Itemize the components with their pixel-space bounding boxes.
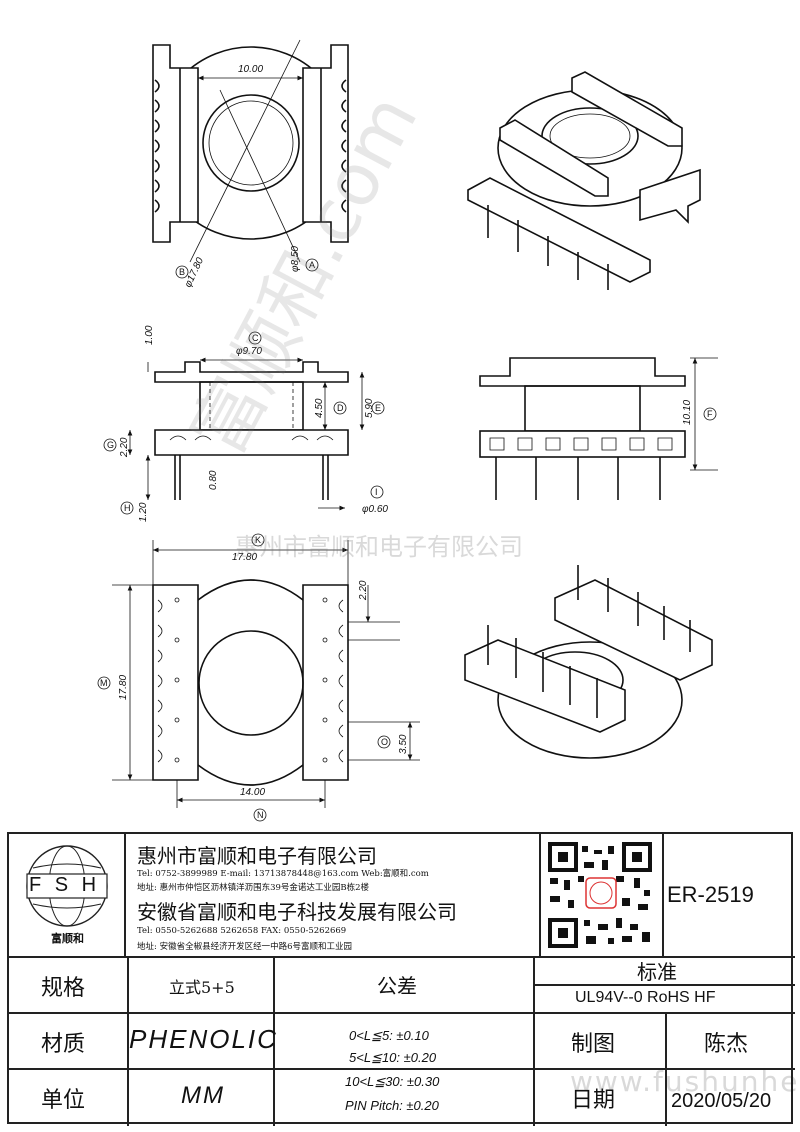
dim-e: 5.90 <box>364 398 375 418</box>
dim-1-00: 1.00 <box>144 325 155 345</box>
spec-value: 立式5+5 <box>169 978 235 997</box>
isometric-view-bottom <box>464 565 713 759</box>
dim-m: 17.80 <box>118 675 129 700</box>
title-block: F S H 富顺和 惠州市富顺和电子有限公司 Tel: 0752-3899989… <box>7 832 795 1126</box>
company2-address: 地址: 安徽省全椒县经济开发区经一中路6号富顺和工业园 <box>137 942 352 952</box>
label-a: A <box>309 260 315 270</box>
label-d: D <box>337 403 344 413</box>
dim-b: φ17.80 <box>183 256 206 290</box>
qr-code-icon <box>546 840 654 950</box>
standard-label: 标准 <box>637 960 677 984</box>
tolerance-4: PIN Pitch: ±0.20 <box>345 1098 439 1113</box>
standard-value: UL94V--0 RoHS HF <box>575 989 716 1006</box>
label-k: K <box>255 535 261 545</box>
dim-o: 3.50 <box>398 734 409 754</box>
date-value: 2020/05/20 <box>671 1090 772 1112</box>
dim-f: 10.10 <box>682 400 693 425</box>
label-o: O <box>381 737 388 747</box>
dim-0-80: 0.80 <box>208 470 219 490</box>
dim-2-20: 2.20 <box>358 580 369 601</box>
company1-address: 地址: 惠州市仲恺区沥林镇洋沥围东39号金诺达工业园B栋2楼 <box>137 883 370 893</box>
company2-contact: Tel: 0550-5262688 5262658 FAX: 0550-5262… <box>137 926 347 936</box>
date-label: 日期 <box>571 1088 616 1113</box>
material-value: PHENOLIC <box>129 1024 278 1054</box>
label-c: C <box>252 333 259 343</box>
side-view <box>479 357 718 500</box>
section-view <box>127 357 365 511</box>
part-number: ER-2519 <box>667 882 754 907</box>
drawn-value: 陈杰 <box>704 1032 749 1057</box>
dim-i: φ0.60 <box>362 504 388 515</box>
label-n: N <box>257 810 264 820</box>
label-i: I <box>375 487 378 497</box>
label-m: M <box>100 678 108 688</box>
tolerance-3: 10<L≦30: ±0.30 <box>345 1074 440 1089</box>
unit-value: MM <box>181 1082 225 1109</box>
dim-h: 1.20 <box>138 502 149 522</box>
unit-label: 单位 <box>41 1088 86 1113</box>
spec-label: 规格 <box>41 976 86 1001</box>
isometric-view-top <box>467 71 701 290</box>
label-h: H <box>124 503 131 513</box>
dim-k: 17.80 <box>232 552 257 563</box>
material-label: 材质 <box>41 1032 86 1057</box>
drawn-label: 制图 <box>571 1032 616 1057</box>
logo-letters: F S H <box>29 874 101 896</box>
bottom-view <box>112 540 420 808</box>
globe-icon <box>26 845 108 927</box>
tolerance-1: 0<L≦5: ±0.10 <box>349 1028 429 1043</box>
dim-n-val: 14.00 <box>240 787 265 798</box>
company1-contact: Tel: 0752-3899989 E-mail: 13713878448@16… <box>137 869 429 879</box>
dim-d: 4.50 <box>314 398 325 418</box>
label-g: G <box>107 440 114 450</box>
top-view <box>152 39 349 263</box>
company-logo: F S H 富顺和 <box>13 838 121 952</box>
label-f: F <box>707 409 713 419</box>
company1-name: 惠州市富顺和电子有限公司 <box>137 844 377 868</box>
tolerance-title: 公差 <box>377 974 417 998</box>
qr-code <box>546 840 654 950</box>
label-e: E <box>375 403 381 413</box>
dim-g: 2.20 <box>119 437 130 458</box>
company2-name: 安徽省富顺和电子科技发展有限公司 <box>137 900 457 924</box>
logo-name: 富顺和 <box>51 932 84 945</box>
dim-a: φ8.50 <box>290 246 301 272</box>
tolerance-2: 5<L≦10: ±0.20 <box>349 1050 437 1065</box>
dim-10-00: 10.00 <box>238 64 263 75</box>
label-b: B <box>179 267 185 277</box>
technical-drawing: .ln{fill:none;stroke:#111;stroke-width:1… <box>97 39 718 822</box>
dim-c: φ9.70 <box>236 346 262 357</box>
